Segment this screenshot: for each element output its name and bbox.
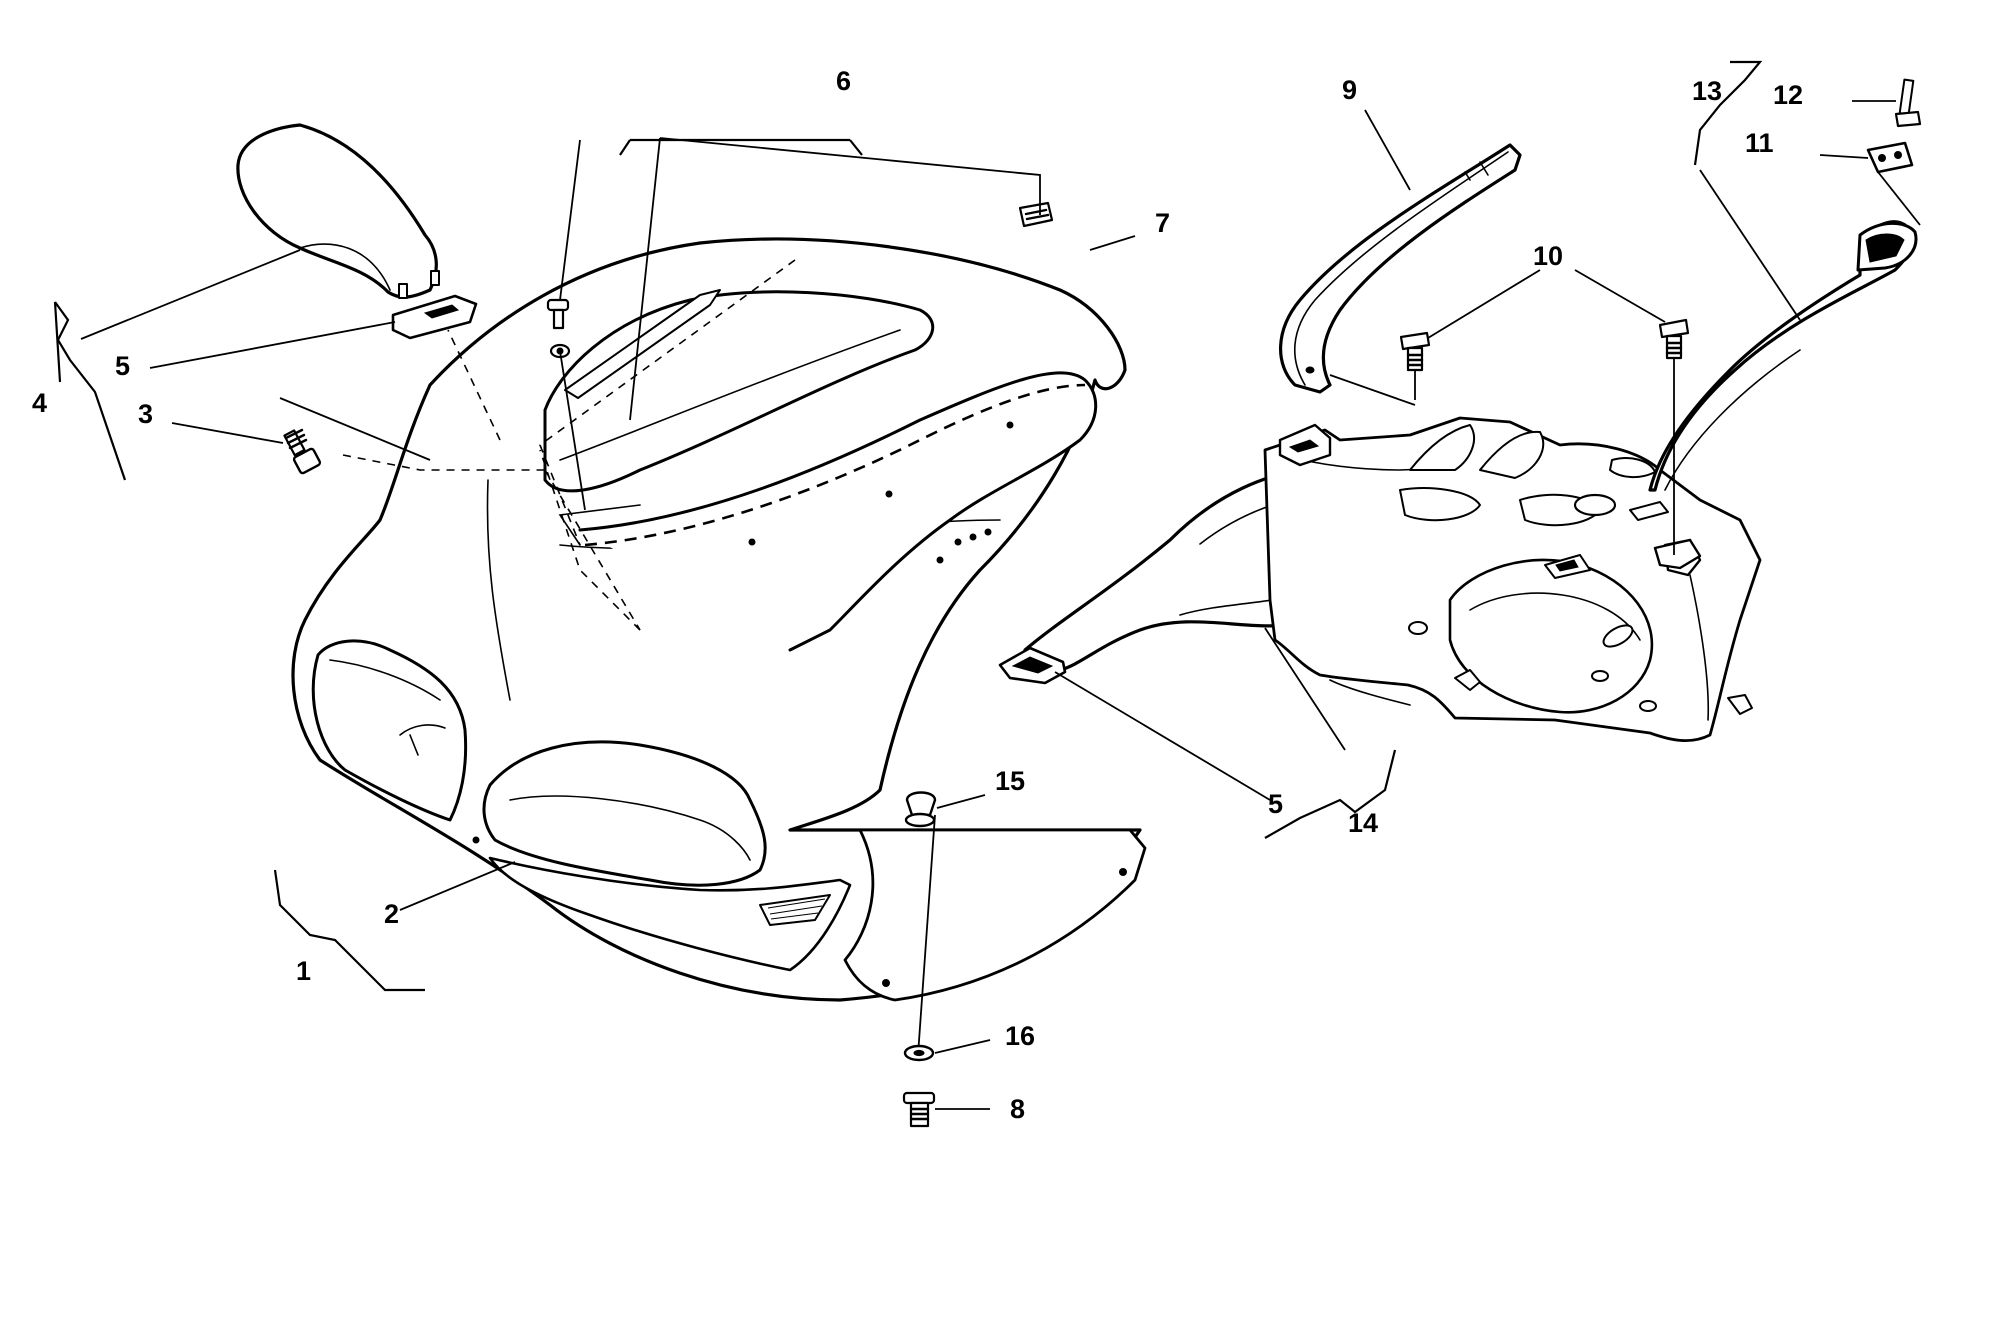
- front-fairing: [291, 237, 1147, 1002]
- leader-lines: [80, 100, 1896, 1110]
- grille-mesh: [759, 894, 831, 926]
- bracket-braces: [53, 60, 1763, 992]
- screw-10-left: [1399, 331, 1431, 372]
- rivet-6-a: [546, 298, 571, 359]
- screw-3: [283, 428, 322, 475]
- callout-labels: 1 2 3 4 5 5 6 7 8 9 10 11 12 13 14 15 16: [32, 66, 1803, 1124]
- rivet-6-b: [1018, 201, 1054, 228]
- callout-4: 4: [32, 388, 47, 418]
- inner-support-panel: [1263, 416, 1762, 742]
- callout-8: 8: [1010, 1094, 1025, 1124]
- callout-10: 10: [1533, 241, 1563, 271]
- callout-2: 2: [384, 899, 399, 929]
- callout-3: 3: [138, 399, 153, 429]
- clamp-11: [1866, 141, 1914, 174]
- screw-12: [1894, 78, 1922, 128]
- callout-15: 15: [995, 766, 1025, 796]
- callout-6: 6: [836, 66, 851, 96]
- callout-11: 11: [1745, 128, 1774, 158]
- mirror-gasket-right: [998, 646, 1067, 685]
- callout-5-left: 5: [115, 351, 130, 381]
- rivet-holes: [748, 421, 1014, 564]
- callout-5-right: 5: [1268, 789, 1283, 819]
- callout-13: 13: [1692, 76, 1722, 106]
- grommet-15: [904, 791, 937, 828]
- callout-9: 9: [1342, 75, 1357, 105]
- screw-10-right: [1658, 318, 1690, 360]
- washer-16: [903, 1044, 935, 1062]
- screw-8: [902, 1091, 936, 1128]
- left-mirror: [236, 123, 440, 299]
- callout-14: 14: [1348, 808, 1378, 838]
- callout-7: 7: [1155, 208, 1170, 238]
- panel-clip-right: [1653, 538, 1702, 570]
- callout-12: 12: [1773, 80, 1803, 110]
- bracket-9: [1278, 143, 1522, 394]
- bracket-13: [1648, 220, 1918, 492]
- mirror-gasket-left: [391, 294, 478, 340]
- callout-1: 1: [296, 956, 311, 986]
- callout-16: 16: [1005, 1021, 1035, 1051]
